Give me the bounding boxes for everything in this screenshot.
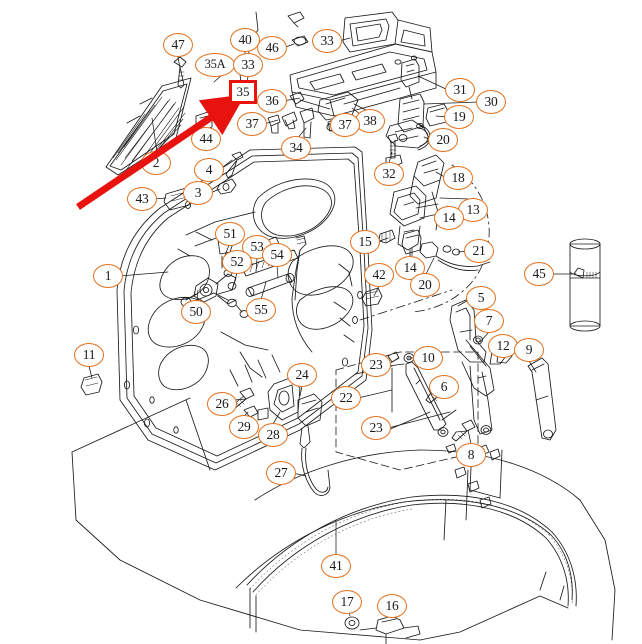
callout-51[interactable]: 51	[215, 222, 245, 246]
callout-2[interactable]: 2	[141, 151, 171, 175]
callout-28[interactable]: 28	[258, 423, 288, 447]
callout-47[interactable]: 47	[163, 33, 193, 57]
callout-20[interactable]: 20	[410, 273, 440, 297]
callout-37[interactable]: 37	[237, 112, 267, 136]
callout-35a[interactable]: 35A	[195, 53, 235, 77]
callout-34[interactable]: 34	[281, 136, 311, 160]
callout-52[interactable]: 52	[222, 250, 252, 274]
callout-4[interactable]: 4	[194, 158, 224, 182]
callout-21[interactable]: 21	[464, 239, 494, 263]
callout-11[interactable]: 11	[74, 343, 104, 367]
highlighted-callout-35[interactable]: 35	[229, 80, 257, 104]
callout-8[interactable]: 8	[456, 443, 486, 467]
callout-40[interactable]: 40	[230, 28, 260, 52]
callout-30[interactable]: 30	[476, 90, 506, 114]
callout-23[interactable]: 23	[361, 416, 391, 440]
callout-37[interactable]: 37	[330, 113, 360, 137]
callout-36[interactable]: 36	[257, 89, 287, 113]
callout-19[interactable]: 19	[444, 105, 474, 129]
callout-5[interactable]: 5	[466, 286, 496, 310]
callout-14[interactable]: 14	[434, 206, 464, 230]
callout-32[interactable]: 32	[374, 162, 404, 186]
callout-1[interactable]: 1	[93, 264, 123, 288]
callout-43[interactable]: 43	[127, 187, 157, 211]
callout-42[interactable]: 42	[364, 263, 394, 287]
callout-24[interactable]: 24	[287, 363, 317, 387]
callout-3[interactable]: 3	[183, 181, 213, 205]
callout-18[interactable]: 18	[443, 166, 473, 190]
callout-22[interactable]: 22	[331, 386, 361, 410]
callout-26[interactable]: 26	[207, 392, 237, 416]
callout-15[interactable]: 15	[350, 230, 380, 254]
callout-54[interactable]: 54	[262, 243, 292, 267]
callout-17[interactable]: 17	[332, 590, 362, 614]
callout-29[interactable]: 29	[229, 415, 259, 439]
callout-10[interactable]: 10	[413, 346, 443, 370]
callout-44[interactable]: 44	[191, 127, 221, 151]
callout-55[interactable]: 55	[246, 298, 276, 322]
callout-27[interactable]: 27	[266, 461, 296, 485]
callout-33[interactable]: 33	[233, 53, 263, 77]
callout-33[interactable]: 33	[312, 29, 342, 53]
callout-16[interactable]: 16	[377, 594, 407, 618]
callout-50[interactable]: 50	[181, 300, 211, 324]
callout-45[interactable]: 45	[524, 262, 554, 286]
callout-7[interactable]: 7	[474, 309, 504, 333]
callout-31[interactable]: 31	[445, 78, 475, 102]
callout-23[interactable]: 23	[361, 353, 391, 377]
callout-46[interactable]: 46	[257, 36, 287, 60]
callout-41[interactable]: 41	[321, 554, 351, 578]
callout-20[interactable]: 20	[428, 128, 458, 152]
highlighted-callout-label: 35	[236, 84, 250, 99]
callout-6[interactable]: 6	[429, 375, 459, 399]
callout-9[interactable]: 9	[514, 338, 544, 362]
callout-38[interactable]: 38	[355, 109, 385, 133]
